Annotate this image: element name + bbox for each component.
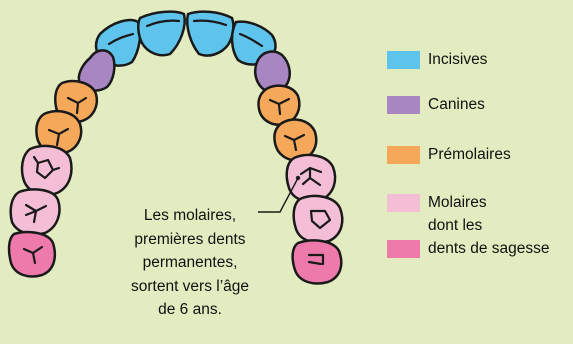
wisdom-tooth-left	[9, 232, 55, 276]
legend-swatch-premolaires	[387, 146, 420, 164]
molar-left-1	[22, 146, 71, 195]
legend-label-incisives: Incisives	[428, 48, 487, 71]
legend-swatches-molaires	[387, 191, 420, 258]
wisdom-tooth-right	[293, 240, 342, 283]
incisor-left-central	[138, 12, 184, 56]
incisors	[96, 12, 275, 66]
molar-annotation: Les molaires, premières dents permanente…	[108, 204, 272, 322]
legend-item-canines: Canines	[387, 93, 485, 116]
legend-label-premolaires: Prémolaires	[428, 143, 511, 166]
legend-swatch-molaires	[387, 194, 420, 212]
legend-label-molaires: Molaires dont les dents de sagesse	[428, 191, 550, 260]
molar-right-2	[294, 196, 343, 243]
legend-item-premolaires: Prémolaires	[387, 143, 511, 166]
legend-swatch-incisives	[387, 51, 420, 69]
legend-item-incisives: Incisives	[387, 48, 487, 71]
legend-item-molaires: Molaires dont les dents de sagesse	[387, 191, 550, 260]
incisor-right-central	[187, 12, 233, 56]
premolars	[36, 81, 316, 160]
legend-label-canines: Canines	[428, 93, 485, 116]
legend-swatch-dents-de-sagesse	[387, 240, 420, 258]
legend-swatch-canines	[387, 96, 420, 114]
